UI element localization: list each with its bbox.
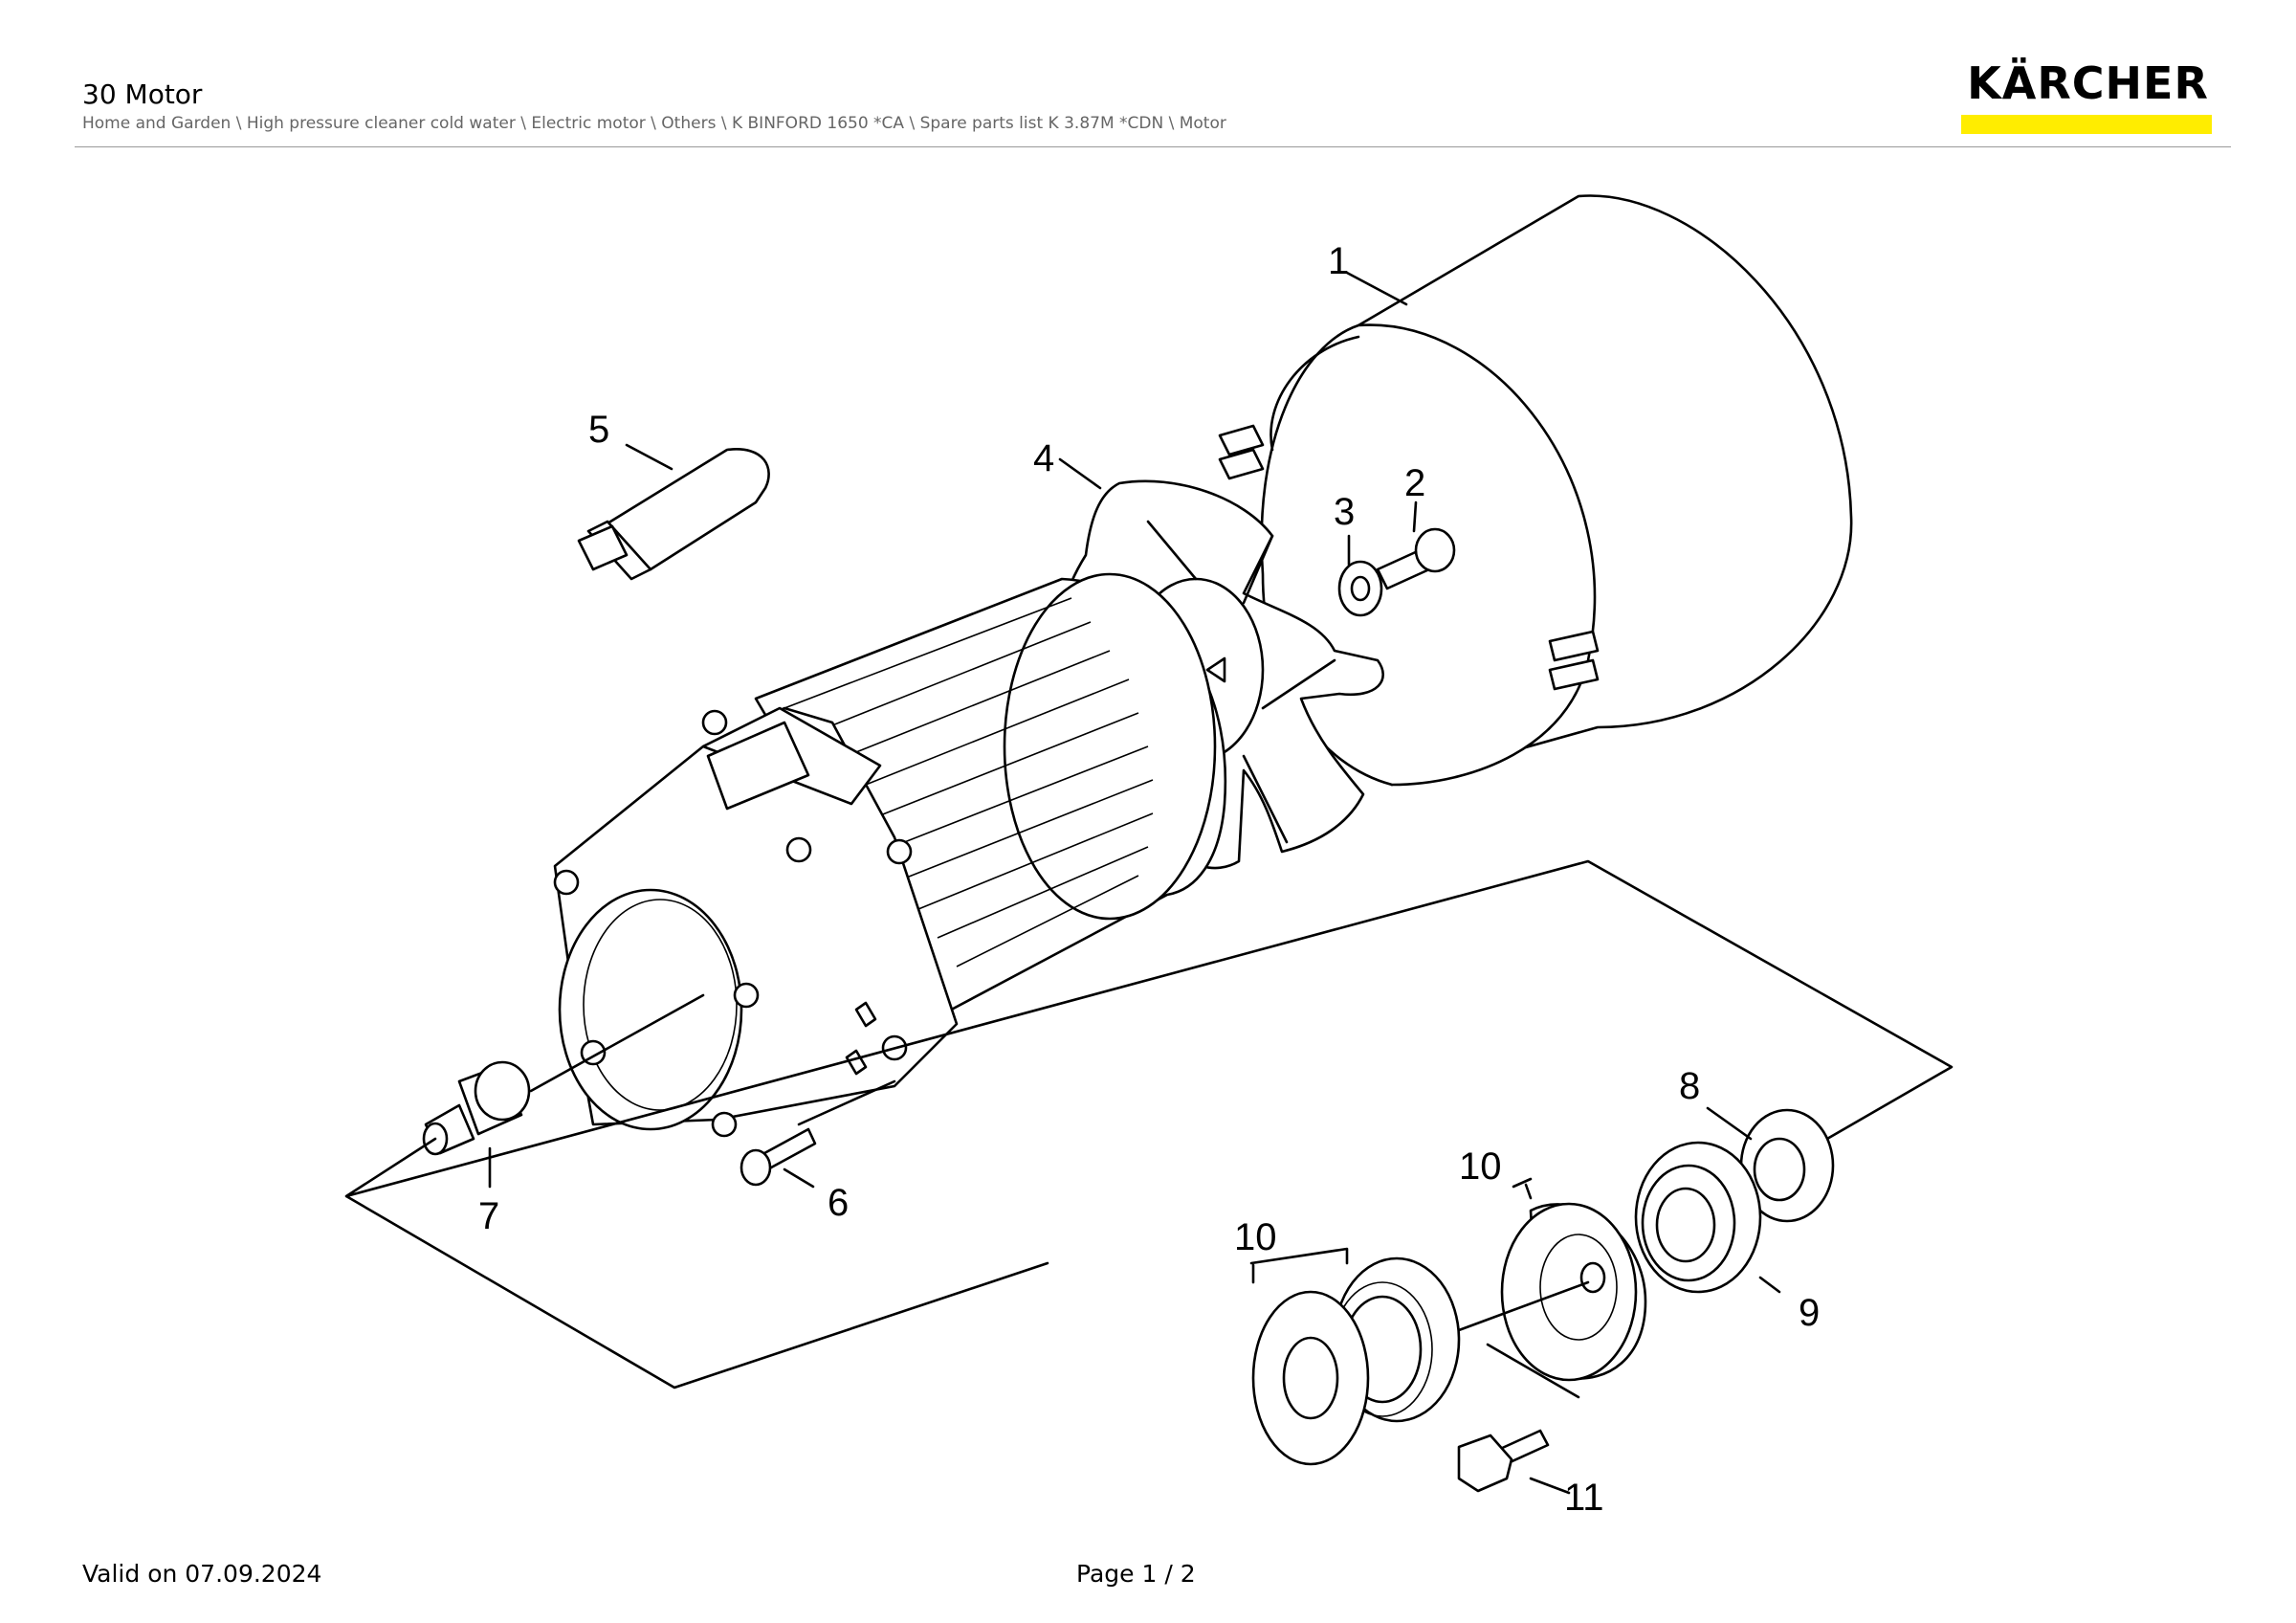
callout-9: 9 xyxy=(1799,1292,1820,1334)
part-5-grease-tube xyxy=(577,448,770,581)
callout-1: 1 xyxy=(1328,240,1349,282)
page-number: Page 1 / 2 xyxy=(1076,1560,1196,1588)
callout-2: 2 xyxy=(1404,462,1425,504)
motor-body xyxy=(529,572,1227,1138)
part-8-seal xyxy=(1739,1108,1835,1223)
page-title: 30 Motor xyxy=(82,78,203,110)
callout-7: 7 xyxy=(478,1195,499,1237)
callout-11: 11 xyxy=(1564,1477,1604,1519)
callout-8: 8 xyxy=(1679,1065,1700,1107)
callout-3: 3 xyxy=(1334,491,1355,533)
part-2-screw xyxy=(1376,527,1456,590)
callout-5: 5 xyxy=(588,409,609,451)
callout-10-lower: 10 xyxy=(1234,1216,1277,1258)
part-9-bearing xyxy=(1634,1141,1762,1294)
callout-6: 6 xyxy=(828,1182,849,1224)
part-3-washer xyxy=(1337,560,1383,617)
part-6-bolt xyxy=(740,1079,896,1187)
part-7-coupling xyxy=(422,1060,531,1156)
part-11-bolt xyxy=(1457,1429,1550,1493)
part-10-bearing-set xyxy=(1251,1256,1461,1466)
karcher-logo: KÄRCHER xyxy=(1961,61,2215,134)
callout-4: 4 xyxy=(1033,437,1054,479)
assembly-outline xyxy=(344,859,1954,1390)
callout-10-upper: 10 xyxy=(1459,1145,1502,1188)
part-10-housing xyxy=(1457,1202,1647,1382)
breadcrumb: Home and Garden \ High pressure cleaner … xyxy=(82,114,1226,133)
leader-lines xyxy=(488,271,1781,1495)
header-divider xyxy=(75,146,2231,147)
logo-yellow-bar xyxy=(1961,115,2212,134)
validity-date: Valid on 07.09.2024 xyxy=(82,1560,322,1588)
logo-wordmark: KÄRCHER xyxy=(1967,57,2209,109)
